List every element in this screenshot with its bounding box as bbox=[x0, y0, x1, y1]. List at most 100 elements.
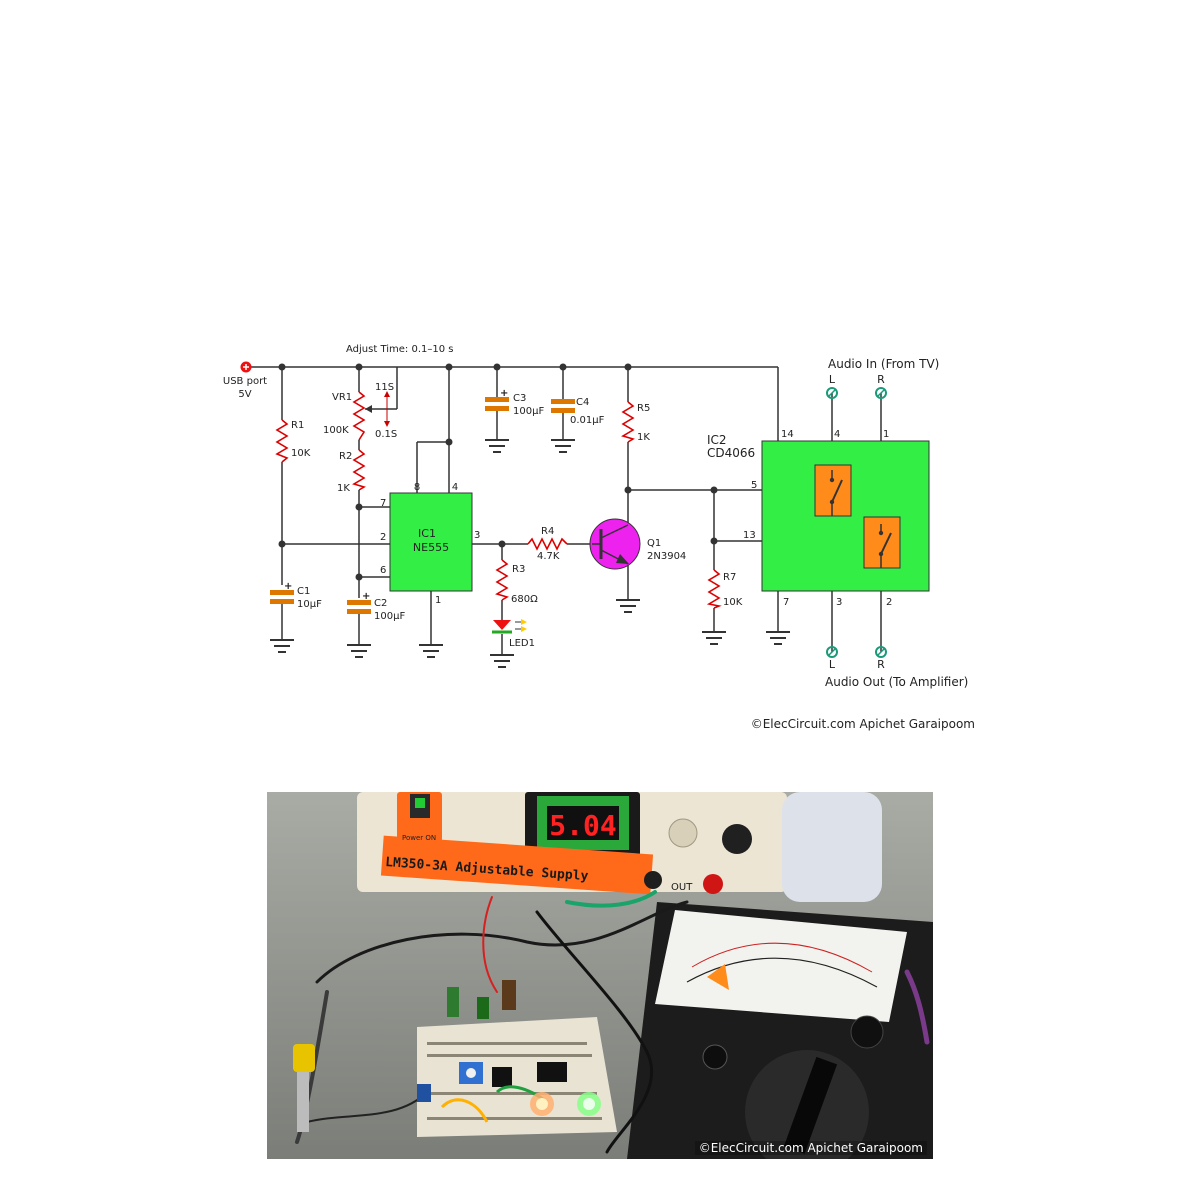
resistor-r3 bbox=[495, 559, 509, 601]
r2-name: R2 bbox=[339, 451, 352, 462]
usb-voltage-label: 5V bbox=[238, 389, 251, 400]
r3-name: R3 bbox=[512, 564, 525, 575]
resistor-r5 bbox=[621, 401, 635, 443]
diagram-credit: ©ElecCircuit.com Apichet Garaipoom bbox=[751, 717, 975, 731]
audio-out-right-label: R bbox=[877, 658, 885, 671]
capacitor-c4 bbox=[551, 399, 575, 413]
circuit-schematic: USB port 5V Adjust Time: 0.1–10 s R1 10K… bbox=[223, 344, 975, 731]
ground-ic2 bbox=[766, 631, 790, 645]
potentiometer-vr1 bbox=[352, 391, 366, 441]
r5-value: 1K bbox=[637, 432, 650, 443]
led1-diode bbox=[492, 619, 527, 634]
ic1-part: NE555 bbox=[413, 541, 449, 554]
ic2-pin-4: 4 bbox=[834, 429, 840, 440]
svg-text:+: + bbox=[362, 591, 370, 602]
ic2-switch-right bbox=[863, 516, 901, 569]
ic2-name: IC2 bbox=[707, 433, 727, 447]
ic2-pin-14: 14 bbox=[781, 429, 794, 440]
ground-q1 bbox=[616, 599, 640, 613]
r3-value: 680Ω bbox=[511, 594, 538, 605]
vr1-name: VR1 bbox=[332, 392, 352, 403]
audio-in-left-label: L bbox=[829, 373, 836, 386]
audio-out-right-terminal bbox=[875, 646, 887, 658]
audio-in-label: Audio In (From TV) bbox=[828, 357, 939, 371]
c1-name: C1 bbox=[297, 586, 310, 597]
ic2-pin-7: 7 bbox=[783, 597, 789, 608]
ground-c2 bbox=[347, 644, 371, 658]
ic1-pin-4: 4 bbox=[452, 482, 458, 493]
usb-power-terminal bbox=[240, 361, 252, 373]
ground-c3 bbox=[485, 439, 509, 453]
audio-out-left-label: L bbox=[829, 658, 836, 671]
adjust-time-label: Adjust Time: 0.1–10 s bbox=[346, 344, 453, 355]
capacitor-c1: + bbox=[270, 581, 294, 604]
ground-ic1 bbox=[419, 644, 443, 658]
power-on-label: Power ON bbox=[402, 834, 436, 842]
r5-name: R5 bbox=[637, 403, 650, 414]
c3-name: C3 bbox=[513, 393, 526, 404]
breadboard bbox=[417, 980, 617, 1137]
ground-led bbox=[490, 654, 514, 668]
c1-value: 10μF bbox=[297, 599, 322, 610]
resistor-r4 bbox=[527, 537, 568, 551]
c4-value: 0.01μF bbox=[570, 415, 605, 426]
r1-name: R1 bbox=[291, 420, 304, 431]
ic1-pin-1: 1 bbox=[435, 595, 441, 606]
ic1-ne555-chip bbox=[389, 492, 473, 592]
ic2-pin-5: 5 bbox=[751, 480, 757, 491]
vr1-max-label: 11S bbox=[375, 382, 394, 393]
resistor-r1 bbox=[275, 419, 289, 463]
r2-value: 1K bbox=[337, 483, 350, 494]
resistor-r7 bbox=[706, 569, 722, 609]
junctions bbox=[278, 363, 718, 581]
audio-in-right-terminal bbox=[875, 387, 887, 399]
photo-credit: ©ElecCircuit.com Apichet Garaipoom bbox=[694, 1141, 927, 1155]
ground-c1 bbox=[270, 639, 294, 653]
vr1-wiper-arrow bbox=[365, 405, 372, 413]
q1-transistor bbox=[589, 518, 641, 570]
vr1-value: 100K bbox=[323, 425, 349, 436]
usb-label: USB port bbox=[223, 376, 267, 387]
power-supply-case bbox=[357, 792, 787, 895]
c4-name: C4 bbox=[576, 397, 589, 408]
r4-value: 4.7K bbox=[537, 551, 560, 562]
ic2-switch-left bbox=[814, 464, 852, 517]
capacitor-c3: + bbox=[485, 388, 509, 411]
c2-name: C2 bbox=[374, 598, 387, 609]
q1-value: 2N3904 bbox=[647, 551, 686, 562]
ic2-pin-3: 3 bbox=[836, 597, 842, 608]
ic2-pin-2: 2 bbox=[886, 597, 892, 608]
r4-name: R4 bbox=[541, 526, 554, 537]
audio-out-label: Audio Out (To Amplifier) bbox=[825, 675, 968, 689]
ic1-name: IC1 bbox=[418, 527, 436, 540]
ground-symbols bbox=[270, 439, 790, 668]
r7-value: 10K bbox=[723, 597, 743, 608]
ground-c4 bbox=[551, 439, 575, 453]
r1-value: 10K bbox=[291, 448, 311, 459]
vr1-min-label: 0.1S bbox=[375, 429, 397, 440]
ic2-part: CD4066 bbox=[707, 446, 755, 460]
r7-name: R7 bbox=[723, 572, 736, 583]
ic1-pin-3: 3 bbox=[474, 530, 480, 541]
ic1-pin-7: 7 bbox=[380, 498, 386, 509]
ic1-pin-2: 2 bbox=[380, 532, 386, 543]
ic2-pin-1: 1 bbox=[883, 429, 889, 440]
c3-value: 100μF bbox=[513, 406, 544, 417]
multimeter bbox=[627, 902, 933, 1159]
breadboard-photo: Power ON 5.04 LM350-3A Adjustable Supply… bbox=[267, 792, 933, 1159]
c2-value: 100μF bbox=[374, 611, 405, 622]
svg-text:+: + bbox=[284, 581, 292, 592]
audio-in-left-terminal bbox=[826, 387, 838, 399]
photo-illustration: Power ON 5.04 LM350-3A Adjustable Supply… bbox=[267, 792, 933, 1159]
svg-text:+: + bbox=[500, 388, 508, 399]
supply-display-value: 5.04 bbox=[549, 809, 616, 842]
ic1-pin-8: 8 bbox=[414, 482, 420, 493]
ground-r7 bbox=[702, 631, 726, 645]
audio-in-right-label: R bbox=[877, 373, 885, 386]
resistor-r2 bbox=[352, 449, 366, 491]
supply-out-label: OUT bbox=[671, 882, 693, 893]
q1-name: Q1 bbox=[647, 538, 661, 549]
led1-name: LED1 bbox=[509, 638, 535, 649]
audio-out-left-terminal bbox=[826, 646, 838, 658]
ic2-pin-13: 13 bbox=[743, 530, 756, 541]
